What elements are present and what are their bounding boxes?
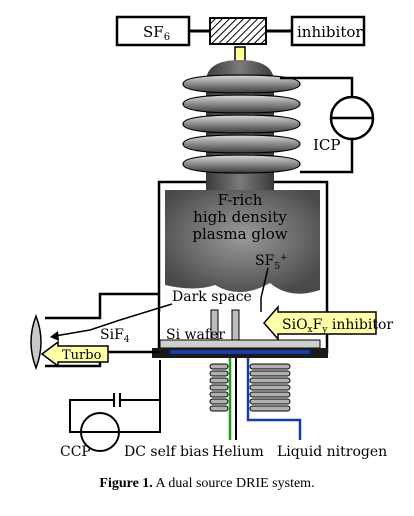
liquid-nitrogen-label: Liquid nitrogen <box>277 444 387 460</box>
caption-label: Figure 1. <box>99 476 153 491</box>
sioxfy-callout: SiOxFy inhibitor <box>263 305 393 341</box>
si-wafer-label: Si wafer <box>166 327 225 343</box>
bias-circuit <box>69 360 161 433</box>
icp-source-icon <box>329 95 375 141</box>
spring-turn <box>209 377 229 384</box>
gas-valve <box>209 17 267 45</box>
sf5-ion-label: SF5+ <box>255 253 288 272</box>
figure-caption: Figure 1. A dual source DRIE system. <box>0 476 414 492</box>
coil-turn <box>182 154 301 174</box>
liquid-nitrogen-line <box>246 358 302 440</box>
turbo-label: Turbo <box>62 348 102 363</box>
helium-line <box>228 358 237 440</box>
plasma-label-line2: high density <box>193 208 287 226</box>
spring-turn <box>209 370 229 377</box>
dc-self-bias-label: DC self bias <box>124 444 209 460</box>
turbo-pump-icon <box>30 313 42 371</box>
coil-turn <box>182 94 301 114</box>
spring-turn <box>249 405 291 412</box>
spring-turn <box>249 377 291 384</box>
inhibitor-box: inhibitor <box>290 15 366 47</box>
plasma-glow <box>165 190 320 294</box>
spring-turn <box>249 363 291 370</box>
dark-space-label: Dark space <box>172 289 252 305</box>
plasma-label-line3: plasma glow <box>192 225 287 243</box>
turbo-callout: Turbo <box>40 340 109 368</box>
sioxfy-label: SiOxFy inhibitor <box>282 317 393 335</box>
coil-turn <box>182 114 301 134</box>
icp-circuit <box>280 76 354 174</box>
spring-turn <box>209 391 229 398</box>
spring-turn <box>249 398 291 405</box>
inhibitor-label: inhibitor <box>297 23 363 41</box>
spring-turn <box>209 398 229 405</box>
caption-text: A dual source DRIE system. <box>152 476 315 491</box>
icp-label: ICP <box>313 136 341 154</box>
ccp-label: CCP <box>60 444 91 460</box>
icp-coil <box>182 74 301 174</box>
coil-turn <box>182 134 301 154</box>
helium-label: Helium <box>212 444 264 460</box>
coil-turn <box>182 74 301 94</box>
sif4-label: SiF4 <box>100 327 130 345</box>
plasma-label-line1: F-rich <box>218 191 263 209</box>
sif4-path-arrow <box>50 303 173 341</box>
spring-turn <box>249 370 291 377</box>
sf6-label: SF6 <box>143 23 170 43</box>
spring-turn <box>249 391 291 398</box>
electrode-coil <box>209 363 291 412</box>
spring-turn <box>209 363 229 370</box>
ccp-source-icon <box>80 412 120 452</box>
spring-turn <box>209 405 229 412</box>
sf6-box: SF6 <box>115 15 191 47</box>
spring-turn <box>249 384 291 391</box>
spring-turn <box>209 384 229 391</box>
